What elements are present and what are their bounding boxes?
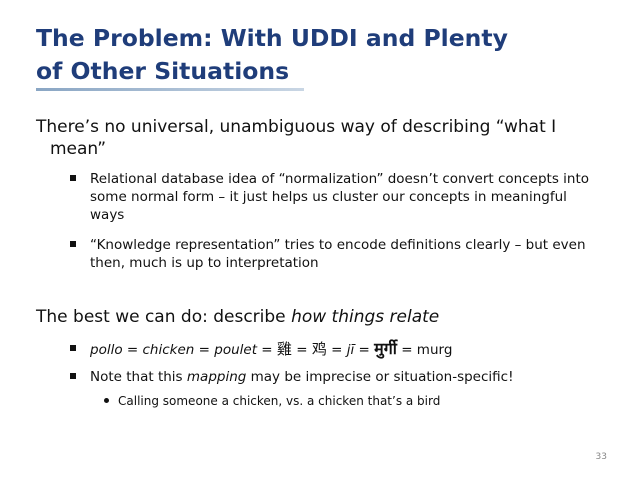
main-point-2-emphasis: how things relate — [291, 307, 440, 327]
bullet-knowledge-representation-text: “Knowledge representation” tries to enco… — [90, 237, 586, 271]
main-point-2: The best we can do: describe how things … — [36, 306, 616, 328]
bullet-chicken-translations-text: pollo = chicken = poulet = 雞 = 鸡 = jī = … — [70, 340, 600, 359]
bullet-mapping-note-prefix: Note that this — [90, 369, 187, 385]
word-chicken: chicken — [142, 342, 195, 358]
slide-title: The Problem: With UDDI and Plenty of Oth… — [36, 22, 596, 88]
equals-sign: = — [354, 342, 375, 358]
page-number: 33 — [595, 452, 607, 462]
main-point-1-line-1: There’s no universal, unambiguous way of… — [36, 117, 557, 137]
bullet-mapping-note-text: Note that this mapping may be imprecise … — [70, 368, 600, 386]
main-point-1: There’s no universal, unambiguous way of… — [36, 116, 616, 160]
word-hindi: मुर्गी — [374, 339, 397, 358]
square-bullet-icon — [70, 175, 76, 181]
bullet-mapping-note: Note that this mapping may be imprecise … — [70, 368, 600, 386]
title-underline — [36, 88, 304, 91]
equals-sign: = — [122, 342, 143, 358]
equals-sign: = — [326, 342, 347, 358]
title-line-1: The Problem: With UDDI and Plenty — [36, 24, 508, 52]
square-bullet-icon — [70, 345, 76, 351]
equals-sign: = — [194, 342, 215, 358]
title-line-2: of Other Situations — [36, 57, 290, 85]
bullet-knowledge-representation: “Knowledge representation” tries to enco… — [70, 236, 600, 272]
bullet-mapping-note-emphasis: mapping — [186, 369, 247, 385]
equals-sign: = — [257, 342, 277, 358]
sub-bullet-chicken-meaning: Calling someone a chicken, vs. a chicken… — [104, 393, 604, 409]
bullet-normalization-text: Relational database idea of “normalizati… — [90, 171, 590, 223]
equals-sign: = — [291, 342, 312, 358]
word-pinyin-ji: jī — [346, 342, 355, 358]
word-chinese-traditional: 雞 — [276, 340, 292, 358]
main-point-1-line-2: mean” — [50, 139, 107, 159]
sub-bullet-chicken-meaning-text: Calling someone a chicken, vs. a chicken… — [118, 394, 441, 408]
bullet-normalization: Relational database idea of “normalizati… — [70, 170, 600, 224]
word-murg: = murg — [396, 342, 453, 358]
word-poulet: poulet — [214, 342, 257, 358]
square-bullet-icon — [70, 241, 76, 247]
square-bullet-icon — [70, 373, 76, 379]
word-chinese-simplified: 鸡 — [311, 340, 327, 358]
bullet-mapping-note-suffix: may be imprecise or situation-specific! — [246, 369, 514, 385]
round-bullet-icon — [104, 398, 109, 403]
word-pollo: pollo — [90, 342, 123, 358]
bullet-chicken-translations: pollo = chicken = poulet = 雞 = 鸡 = jī = … — [70, 340, 600, 359]
main-point-2-prefix: The best we can do: describe — [36, 307, 292, 327]
